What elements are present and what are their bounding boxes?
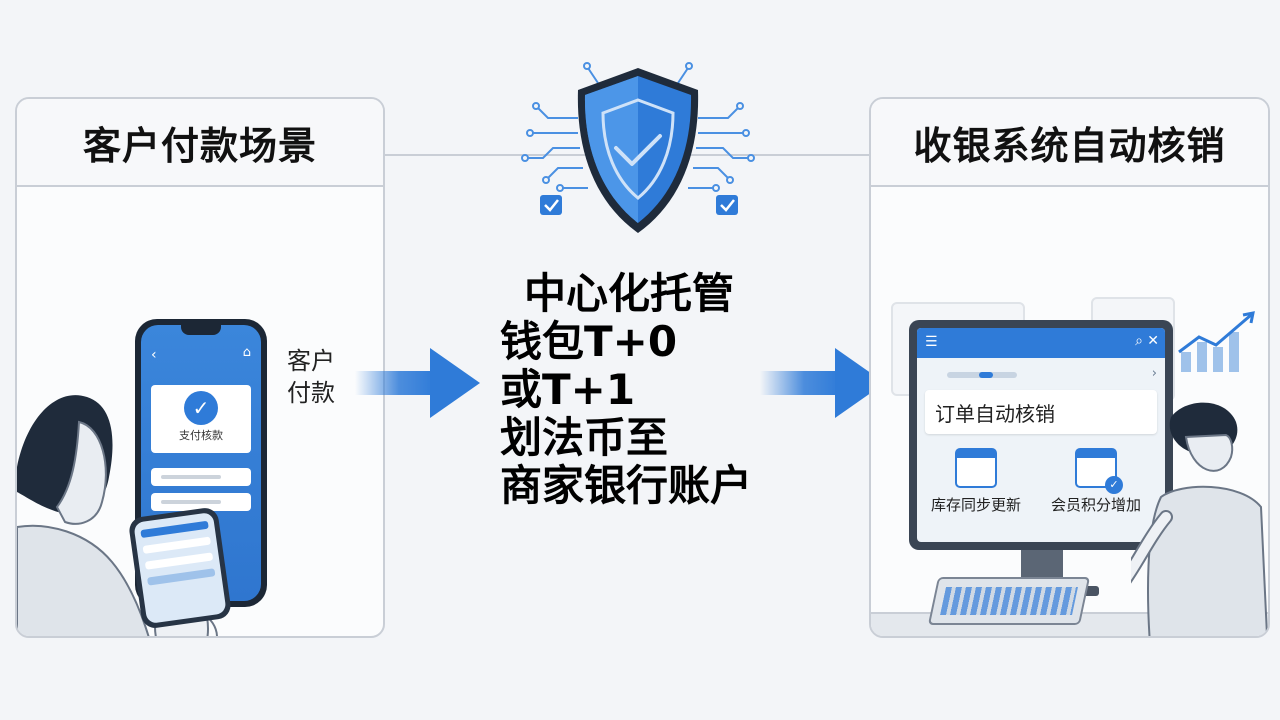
progress-bar bbox=[947, 372, 1017, 378]
customer-payment-illustration: ‹ ⌂ ✓ 支付核款 bbox=[17, 187, 383, 636]
close-icon[interactable]: ✕ bbox=[1147, 333, 1159, 349]
chart-icon bbox=[1178, 311, 1255, 372]
security-shield-icon bbox=[521, 62, 755, 233]
app-topbar: ☰ ⌕ ✕ bbox=[917, 328, 1165, 358]
inventory-sync-feature: 库存同步更新 bbox=[921, 448, 1031, 515]
monitor-screen: ☰ ⌕ ✕ › 订单自动核销 库存同步更新 ✓ bbox=[917, 328, 1165, 542]
flow-arrow-left-icon bbox=[355, 348, 480, 418]
customer-payment-panel: 客户付款场景 ‹ ⌂ ✓ 支付核款 bbox=[15, 97, 385, 638]
search-icon[interactable]: ⌕ bbox=[1135, 333, 1143, 349]
screen-bar bbox=[147, 568, 216, 586]
order-reconcile-title: 订单自动核销 bbox=[935, 402, 1055, 426]
customer-payment-title: 客户付款场景 bbox=[17, 99, 383, 187]
screen-bar bbox=[142, 536, 212, 554]
inventory-sync-label: 库存同步更新 bbox=[930, 496, 1021, 514]
checkmark-icon: ✓ bbox=[184, 391, 218, 425]
payment-verify-label: 支付核款 bbox=[179, 429, 223, 442]
phone-notch bbox=[181, 325, 221, 335]
payment-verify-card: ✓ 支付核款 bbox=[151, 385, 251, 453]
settlement-line: 或T+1 bbox=[500, 365, 636, 414]
customer-pay-label-line: 客户 bbox=[287, 347, 335, 375]
member-points-label: 会员积分增加 bbox=[1050, 496, 1141, 514]
settlement-line: 钱包T+0 bbox=[500, 317, 678, 366]
settlement-line: 划法币至 bbox=[500, 413, 669, 462]
handheld-phone bbox=[127, 506, 233, 630]
calendar-icon bbox=[955, 448, 997, 488]
chevron-right-icon[interactable]: › bbox=[1151, 366, 1157, 381]
menu-icon[interactable]: ☰ bbox=[925, 334, 938, 350]
checkmark-icon: ✓ bbox=[1105, 476, 1123, 494]
pos-monitor: ☰ ⌕ ✕ › 订单自动核销 库存同步更新 ✓ bbox=[909, 320, 1173, 550]
member-points-feature: ✓ 会员积分增加 bbox=[1041, 448, 1151, 515]
pos-auto-reconcile-panel: 收银系统自动核销 ☰ ⌕ ✕ › bbox=[869, 97, 1270, 638]
cashier-person-illustration bbox=[1131, 402, 1268, 636]
home-icon[interactable]: ⌂ bbox=[242, 345, 251, 360]
settlement-description: 中心化托管 钱包T+0 或T+1 划法币至 商家银行账户 bbox=[500, 270, 800, 510]
settlement-line: 中心化托管 bbox=[524, 269, 735, 318]
handheld-phone-screen bbox=[133, 511, 227, 625]
phone-input-field[interactable] bbox=[151, 493, 251, 511]
flow-arrow-right-icon bbox=[760, 348, 885, 418]
calendar-check-icon: ✓ bbox=[1075, 448, 1123, 494]
pos-auto-reconcile-title: 收银系统自动核销 bbox=[871, 99, 1268, 187]
pos-illustration: ☰ ⌕ ✕ › 订单自动核销 库存同步更新 ✓ bbox=[871, 187, 1268, 636]
screen-bar bbox=[140, 520, 209, 539]
customer-pay-label-line: 付款 bbox=[287, 379, 335, 407]
phone-input-field[interactable] bbox=[151, 468, 251, 486]
settlement-line: 商家银行账户 bbox=[500, 461, 753, 510]
screen-bar bbox=[144, 552, 214, 570]
progress-fill bbox=[979, 372, 993, 378]
keyboard bbox=[927, 577, 1091, 625]
order-reconcile-card: 订单自动核销 bbox=[925, 390, 1157, 434]
back-arrow-icon[interactable]: ‹ bbox=[151, 347, 157, 363]
customer-pay-label: 客户 付款 bbox=[276, 345, 346, 409]
